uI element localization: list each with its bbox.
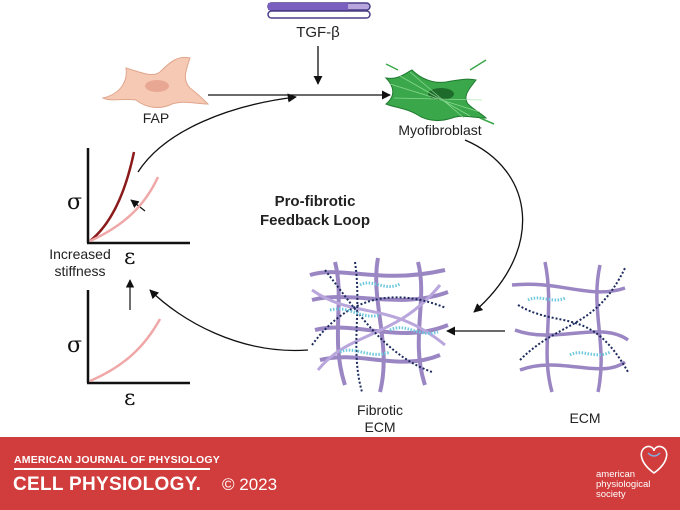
increase-arrow-upper <box>130 199 146 212</box>
feedback-title-line1: Pro-fibrotic <box>274 193 356 210</box>
myofibroblast-to-fibrotic-ecm-arrow <box>464 139 524 313</box>
myofibroblast-label: Myofibroblast <box>398 122 482 138</box>
normal-curve-lower <box>89 318 162 383</box>
lower-stress-symbol: σ <box>67 333 83 358</box>
copyright-text: © 2023 <box>222 475 278 494</box>
fibrotic-ecm-to-stiffness-arrow <box>149 289 309 352</box>
ecm-icon <box>511 261 630 393</box>
increased-stiffness-line1: Increased <box>49 246 111 262</box>
tgf-beta-icon <box>267 2 371 19</box>
fibrotic-ecm-label-line2: ECM <box>364 419 396 435</box>
increased-stiffness-line2: stiffness <box>54 263 106 279</box>
upper-stress-strain-graph <box>86 148 190 245</box>
lower-stress-strain-graph <box>86 290 190 385</box>
upper-stress-symbol: σ <box>67 190 83 215</box>
feedback-title-line2: Feedback Loop <box>259 212 371 229</box>
society-line2: physiological <box>596 479 651 490</box>
myofibroblast-icon <box>384 59 495 125</box>
aps-logo-icon <box>640 445 668 474</box>
fibrotic-ecm-icon <box>309 257 449 393</box>
society-line1: american <box>596 469 636 480</box>
journal-footer: AMERICAN JOURNAL OF PHYSIOLOGY CELL PHYS… <box>0 437 680 510</box>
upper-strain-symbol: ε <box>124 245 136 270</box>
journal-series-label: AMERICAN JOURNAL OF PHYSIOLOGY <box>14 454 220 466</box>
society-name: american physiological society <box>596 470 650 500</box>
tgf-beta-label: TGF-β <box>296 24 340 41</box>
stiff-curve <box>89 151 136 242</box>
diagram-canvas <box>86 2 630 393</box>
ecm-label: ECM <box>569 410 601 426</box>
journal-divider <box>14 468 210 470</box>
fap-label: FAP <box>142 110 170 126</box>
lower-strain-symbol: ε <box>124 386 136 411</box>
fibrotic-ecm-label-line1: Fibrotic <box>357 402 403 418</box>
stiffness-to-fap-arrow <box>137 93 297 173</box>
fap-cell-icon <box>101 56 210 108</box>
journal-title: CELL PHYSIOLOGY. <box>13 474 202 495</box>
normal-curve-upper <box>89 176 160 243</box>
society-line3: society <box>596 489 626 500</box>
